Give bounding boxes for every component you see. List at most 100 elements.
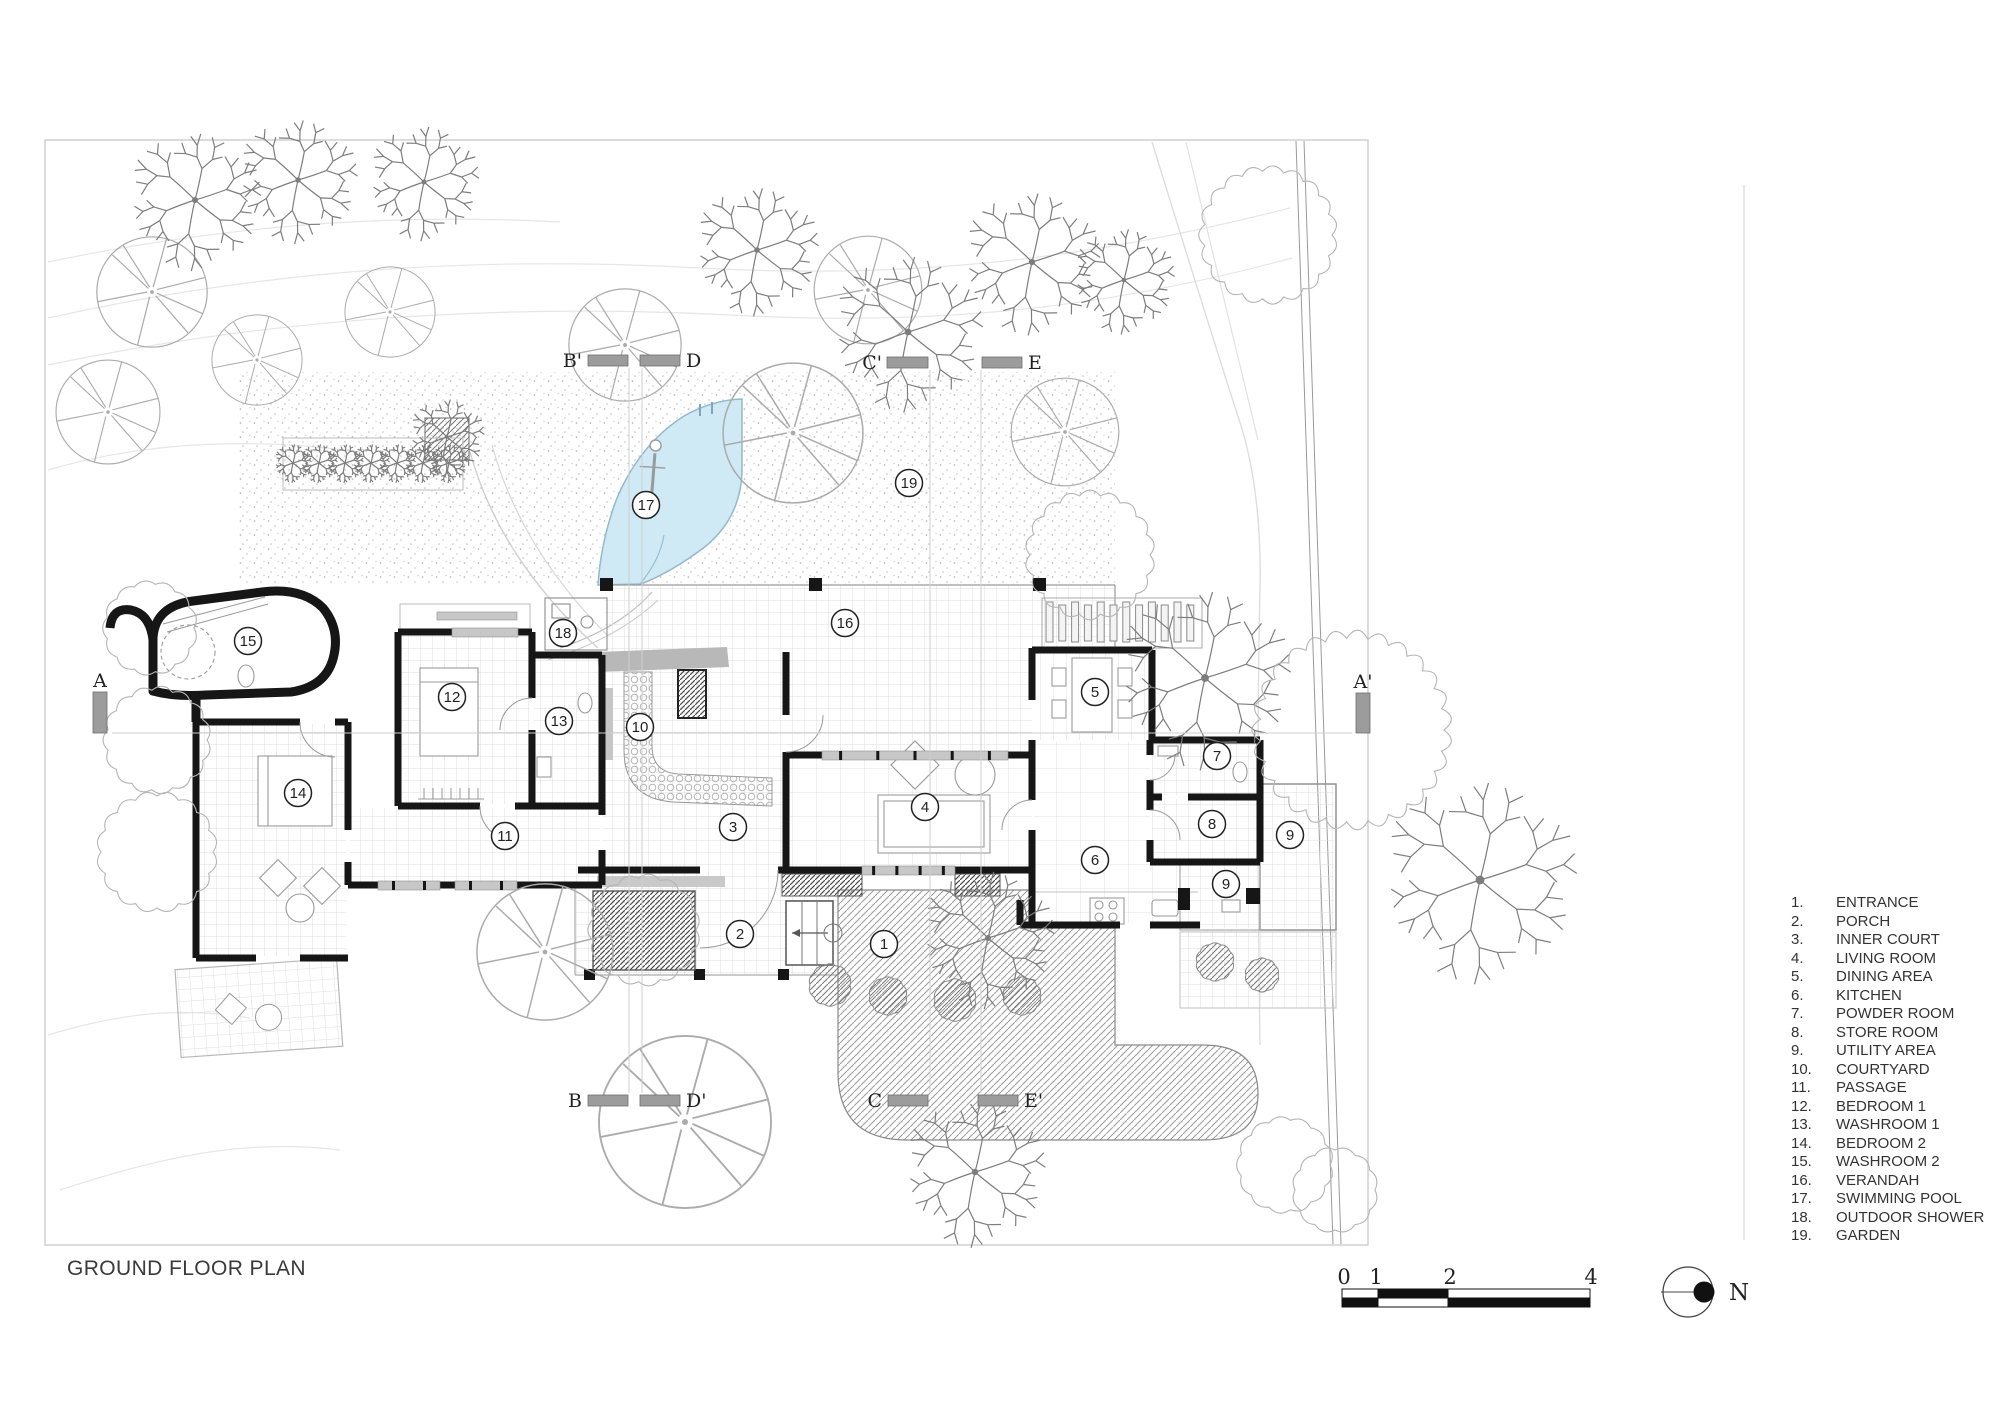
room-number-label: 9 (1275, 820, 1305, 850)
branched-tree (690, 178, 822, 326)
room-number-label: 10 (625, 712, 655, 742)
legend-item: 19. GARDEN (1791, 1227, 1996, 1246)
legend-item: 7.POWDER ROOM (1791, 1005, 1996, 1024)
armchair (954, 754, 996, 796)
outdoor-shower (544, 597, 608, 651)
canopy-trees (96, 165, 1452, 1233)
section-marker-label: D (686, 350, 701, 372)
shrub (808, 963, 852, 1007)
verandah-post (809, 578, 822, 591)
shrub (1244, 957, 1280, 993)
legend-item-number: 7. (1791, 1005, 1804, 1022)
legend-item-label: PORCH (1836, 912, 1891, 930)
column (677, 669, 707, 719)
page-title: GROUND FLOOR PLAN (67, 1257, 306, 1280)
legend-item-number: 12. (1791, 1097, 1812, 1115)
segmented-tree (96, 236, 208, 348)
room-number-label: 14 (283, 778, 313, 808)
svg-text:12: 12 (444, 689, 461, 706)
svg-text:2: 2 (736, 926, 744, 943)
legend-item: 1.ENTRANCE (1791, 894, 1996, 913)
legend-item: 18.OUTDOOR SHOWER (1791, 1209, 1996, 1228)
segmented-tree (55, 359, 161, 465)
shrub (1002, 976, 1042, 1016)
svg-text:3: 3 (729, 819, 737, 836)
legend-item: 3.INNER COURT (1791, 931, 1996, 950)
legend-item: 5.DINING AREA (1791, 968, 1996, 987)
shrub (1195, 942, 1235, 982)
bed (419, 667, 479, 757)
svg-text:13: 13 (551, 713, 568, 730)
room-number-label: 15 (233, 626, 263, 656)
canopy-tree (1251, 629, 1452, 831)
canopy-tree (1198, 165, 1337, 305)
porch-post (584, 969, 595, 980)
walls (192, 628, 1264, 962)
section-marker-label: A' (1353, 671, 1373, 693)
entry-planter (781, 873, 863, 897)
north-label: N (1729, 1280, 1749, 1306)
legend-item: 9.UTILITY AREA (1791, 1042, 1996, 1061)
basin (536, 756, 552, 778)
branched-tree (124, 123, 265, 282)
legend-item-number: 19. (1791, 1227, 1812, 1244)
section-marker-bars (92, 354, 1371, 1107)
legend-item: 4.LIVING ROOM (1791, 950, 1996, 969)
utility-fixture (1221, 899, 1241, 913)
section-marker-label: E (1028, 352, 1042, 374)
north-arrow: N (1661, 1266, 1749, 1318)
svg-text:15: 15 (240, 633, 257, 650)
svg-text:18: 18 (555, 625, 572, 642)
legend-item: 2.PORCH (1791, 913, 1996, 932)
stove (1089, 897, 1125, 925)
section-marker-label: D' (686, 1090, 706, 1112)
scale-label: 4 (1584, 1265, 1597, 1289)
legend-item: 8.STORE ROOM (1791, 1024, 1996, 1043)
svg-text:16: 16 (837, 615, 854, 632)
svg-text:9: 9 (1222, 876, 1230, 893)
room-number-label: 6 (1080, 845, 1110, 875)
legend-item-number: 18. (1791, 1208, 1812, 1226)
section-marker-label: A (92, 670, 107, 692)
closet-ticks (418, 788, 484, 800)
svg-text:17: 17 (638, 497, 655, 514)
sink (1151, 899, 1179, 917)
legend-item-label: GARDEN (1836, 1227, 1901, 1244)
legend-item-label: LIVING ROOM (1836, 949, 1937, 967)
canopy-tree (96, 791, 218, 913)
room-number-label: 11 (490, 821, 520, 851)
svg-text:5: 5 (1091, 684, 1099, 701)
toilet (577, 692, 593, 714)
door-arcs (299, 697, 1181, 949)
room-number-label: 13 (544, 706, 574, 736)
entry-planter (954, 873, 1001, 897)
legend-item: 16.VERANDAH (1791, 1172, 1996, 1191)
legend-item-label: WASHROOM 1 (1836, 1116, 1940, 1133)
svg-text:6: 6 (1091, 852, 1099, 869)
branched-tree (364, 118, 481, 250)
pool-float-person (639, 439, 666, 498)
svg-text:7: 7 (1213, 748, 1221, 765)
section-marker-label: B' (563, 350, 582, 372)
legend-item-label: STORE ROOM (1836, 1023, 1939, 1041)
room-number-label: 3 (718, 812, 748, 842)
legend-item-number: 11. (1791, 1079, 1811, 1096)
legend-item-number: 3. (1791, 931, 1804, 948)
room-number-label: 1 (869, 929, 899, 959)
legend-item-label: VERANDAH (1836, 1171, 1920, 1189)
legend-item: 10.COURTYARD (1791, 1061, 1996, 1080)
svg-text:8: 8 (1208, 816, 1216, 833)
svg-text:19: 19 (901, 475, 918, 492)
svg-text:1: 1 (880, 936, 888, 953)
legend-item-number: 14. (1791, 1134, 1812, 1152)
legend-item-label: UTILITY AREA (1836, 1042, 1936, 1059)
legend-item-number: 17. (1791, 1190, 1812, 1207)
svg-text:14: 14 (290, 785, 307, 802)
legend-item-label: PASSAGE (1836, 1079, 1907, 1096)
tub (160, 624, 216, 680)
room-number-label: 5 (1080, 677, 1110, 707)
legend-item-label: BEDROOM 1 (1836, 1097, 1927, 1115)
legend-item: 13.WASHROOM 1 (1791, 1116, 1996, 1135)
